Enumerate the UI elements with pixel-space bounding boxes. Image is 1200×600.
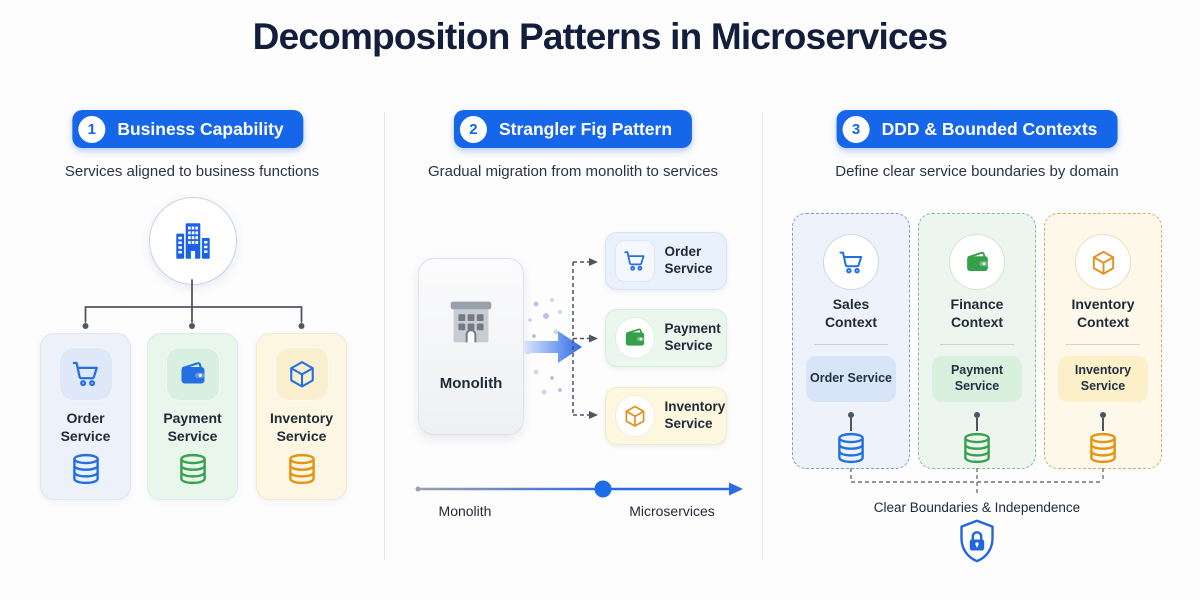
section-title: Business Capability — [117, 118, 284, 139]
context-box-inventory: Inventory Context Inventory Service — [1044, 213, 1162, 469]
wallet-icon — [964, 249, 991, 276]
connector-line — [850, 417, 852, 431]
service-name: Payment Service — [664, 321, 721, 353]
business-root-node — [149, 197, 237, 285]
row-inventory-service: Inventory Service — [605, 387, 727, 445]
column-divider — [384, 112, 385, 560]
boundary-bracket-lines — [850, 468, 1104, 496]
cube-icon — [1090, 249, 1117, 276]
shield-lock-icon — [955, 518, 999, 566]
building-icon — [170, 218, 216, 264]
card-order-service: Order Service — [40, 333, 131, 500]
cart-icon — [838, 249, 865, 276]
cart-icon — [623, 249, 647, 273]
migration-progress-slider[interactable] — [413, 478, 747, 500]
page-title: Decomposition Patterns in Microservices — [252, 16, 948, 57]
cube-icon — [287, 359, 317, 389]
section-header-ddd: 3 DDD & Bounded Contexts — [836, 110, 1118, 148]
slider-label-microservices: Microservices — [629, 503, 715, 519]
connector-line — [976, 417, 978, 431]
slider-label-monolith: Monolith — [438, 503, 492, 519]
service-chip: Payment Service — [932, 355, 1022, 402]
database-icon — [285, 452, 319, 486]
service-chip: Inventory Service — [1058, 355, 1148, 402]
service-chip: Order Service — [806, 355, 896, 402]
card-payment-service: Payment Service — [147, 333, 238, 500]
context-box-finance: Finance Context Payment Service — [918, 213, 1036, 469]
monolith-label: Monolith — [439, 375, 503, 392]
divider — [1066, 343, 1140, 345]
section-header-business-capability: 1 Business Capability — [72, 110, 304, 148]
column-divider — [762, 112, 763, 560]
step-number-badge: 3 — [842, 115, 870, 143]
migration-arrow-icon — [524, 331, 582, 363]
tree-connector-lines — [82, 279, 305, 329]
context-name: Finance Context — [950, 296, 1004, 330]
monolith-card: Monolith — [418, 258, 524, 435]
branch-connector-lines — [572, 258, 598, 419]
cart-icon — [71, 359, 101, 389]
section-subtitle: Define clear service boundaries by domai… — [835, 163, 1119, 180]
service-name: Inventory Service — [269, 410, 333, 444]
database-icon — [69, 452, 103, 486]
database-icon — [176, 452, 210, 486]
boundaries-caption: Clear Boundaries & Independence — [873, 500, 1081, 515]
section-title: DDD & Bounded Contexts — [881, 118, 1098, 139]
section-title: Strangler Fig Pattern — [498, 118, 673, 139]
wallet-icon — [623, 326, 647, 350]
card-inventory-service: Inventory Service — [256, 333, 347, 500]
row-order-service: Order Service — [605, 232, 727, 290]
cube-icon — [623, 404, 647, 428]
step-number-badge: 2 — [459, 115, 487, 143]
service-name: Payment Service — [163, 410, 222, 444]
database-icon — [960, 431, 994, 465]
connector-dot — [848, 411, 854, 418]
section-header-strangler-fig: 2 Strangler Fig Pattern — [453, 110, 693, 148]
divider — [814, 343, 888, 345]
connector-line — [1102, 417, 1104, 431]
row-payment-service: Payment Service — [605, 309, 727, 367]
connector-dot — [1100, 411, 1106, 418]
monolith-building-icon — [440, 291, 502, 353]
service-name: Order Service — [664, 244, 713, 276]
section-subtitle: Services aligned to business functions — [64, 163, 320, 180]
database-icon — [834, 431, 868, 465]
section-subtitle: Gradual migration from monolith to servi… — [427, 163, 719, 180]
context-name: Inventory Context — [1071, 296, 1135, 330]
divider — [940, 343, 1014, 345]
service-name: Order Service — [60, 410, 111, 444]
step-number-badge: 1 — [78, 115, 106, 143]
connector-dot — [974, 411, 980, 418]
context-box-sales: Sales Context Order Service — [792, 213, 910, 469]
service-name: Inventory Service — [664, 399, 726, 431]
context-name: Sales Context — [824, 296, 878, 330]
wallet-icon — [178, 359, 208, 389]
database-icon — [1086, 431, 1120, 465]
